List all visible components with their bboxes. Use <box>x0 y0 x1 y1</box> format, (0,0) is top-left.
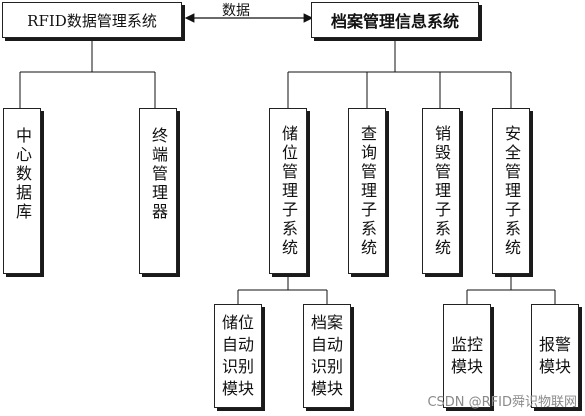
security-subsystem-label: 安全管理子系统 <box>502 124 521 258</box>
alarm-module-label: 报警模块 <box>538 335 571 376</box>
rfid-data-system-box: RFID数据管理系统 <box>2 2 182 38</box>
data-flow-label: 数据 <box>222 3 250 19</box>
rfid-data-system-label: RFID数据管理系统 <box>27 11 157 30</box>
monitor-module-box: 监控模块 <box>443 304 491 408</box>
storage-subsystem-box: 储位管理子系统 <box>269 108 307 274</box>
center-database-label: 中心数据库 <box>13 127 32 222</box>
security-tree-lines <box>466 276 556 304</box>
destroy-subsystem-box: 销毁管理子系统 <box>422 108 460 274</box>
storage-auto-id-box: 储位自动识别模块 <box>214 304 262 408</box>
center-database-box: 中心数据库 <box>3 108 41 274</box>
storage-auto-id-label: 储位自动识别模块 <box>221 313 254 398</box>
archive-info-system-label: 档案管理信息系统 <box>330 12 459 31</box>
terminal-manager-box: 终端管理器 <box>139 108 177 274</box>
security-subsystem-box: 安全管理子系统 <box>492 108 530 274</box>
archive-tree-lines <box>287 38 512 108</box>
monitor-module-label: 监控模块 <box>450 335 483 376</box>
terminal-manager-label: 终端管理器 <box>149 127 168 222</box>
query-subsystem-label: 查询管理子系统 <box>358 124 377 258</box>
storage-subsystem-label: 储位管理子系统 <box>279 124 298 258</box>
archive-auto-id-label: 档案自动识别模块 <box>310 313 343 398</box>
destroy-subsystem-label: 销毁管理子系统 <box>432 124 451 258</box>
archive-auto-id-box: 档案自动识别模块 <box>303 304 351 408</box>
alarm-module-box: 报警模块 <box>531 304 579 408</box>
archive-info-system-box: 档案管理信息系统 <box>311 2 479 38</box>
storage-tree-lines <box>237 276 328 304</box>
query-subsystem-box: 查询管理子系统 <box>348 108 386 274</box>
watermark-text: CSDN @RFID舜识物联网 <box>427 395 577 410</box>
rfid-tree-lines <box>19 38 156 108</box>
